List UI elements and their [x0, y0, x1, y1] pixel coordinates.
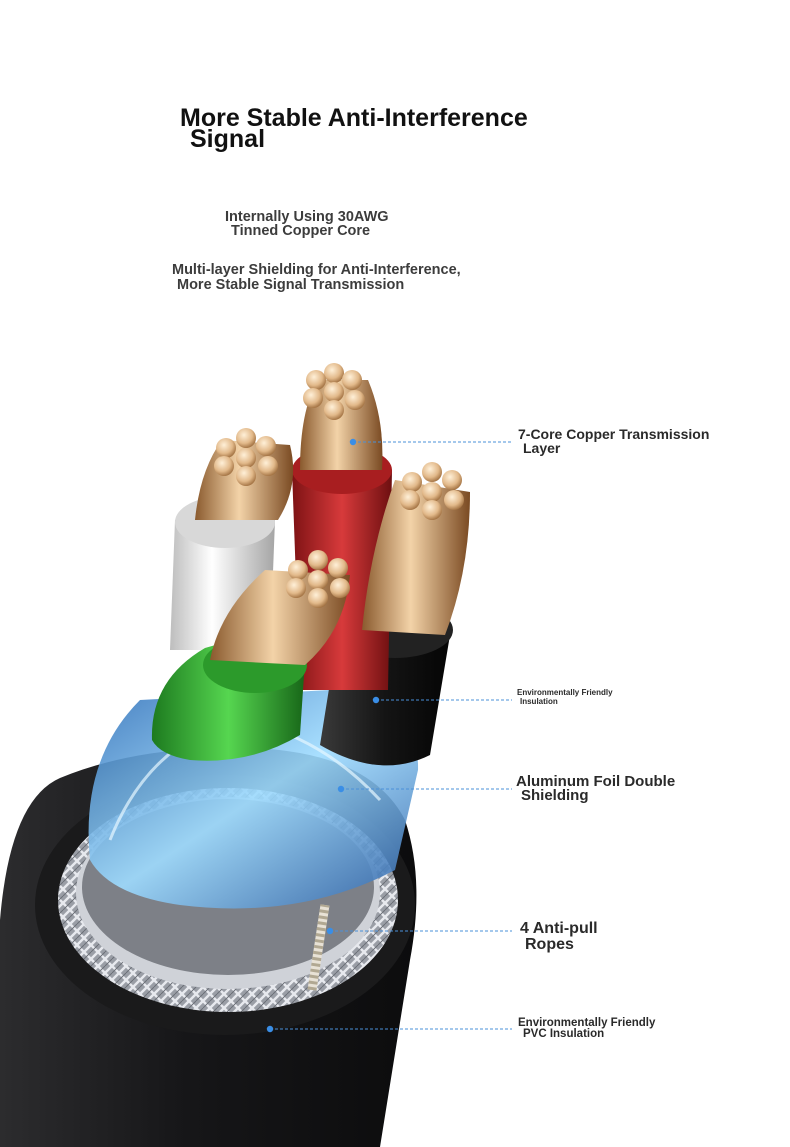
headline: More Stable Anti-Interference Signal — [180, 106, 528, 153]
core-description: Internally Using 30AWG Tinned Copper Cor… — [225, 209, 389, 239]
copper-strand-ends-green — [286, 550, 350, 608]
anti-pull-rope — [307, 904, 330, 991]
copper-strand-ends-red — [303, 363, 365, 420]
marker-copper-layer — [349, 438, 357, 446]
copper-strand-ends-white — [214, 428, 278, 486]
callout-anti-pull-ropes-line-2: Ropes — [525, 936, 574, 953]
callout-copper-layer: 7-Core Copper Transmission Layer — [518, 427, 709, 455]
shielding-description-line-2: More Stable Signal Transmission — [177, 277, 405, 293]
shielding-description-line-1: Multi-layer Shielding for Anti-Interfere… — [172, 262, 461, 278]
marker-insulation — [372, 696, 380, 704]
copper-strand-ends-black — [400, 462, 464, 520]
marker-pvc-insulation — [266, 1025, 274, 1033]
core-description-line-2: Tinned Copper Core — [231, 223, 371, 239]
callout-anti-pull-ropes-line-1: 4 Anti-pull — [520, 920, 598, 937]
callout-pvc-insulation: Environmentally Friendly PVC Insulation — [518, 1017, 656, 1040]
callout-insulation-line-1: Environmentally Friendly — [517, 688, 613, 697]
callout-foil-shielding: Aluminum Foil Double Shielding — [516, 773, 676, 804]
headline-line-2: Signal — [190, 125, 266, 153]
callout-copper-layer-line-2: Layer — [523, 440, 561, 456]
marker-foil-shielding — [337, 785, 345, 793]
callout-anti-pull-ropes: 4 Anti-pull Ropes — [520, 921, 598, 953]
callout-foil-shielding-line-2: Shielding — [521, 787, 589, 804]
callout-insulation: Environmentally Friendly Insulation — [517, 688, 613, 706]
core-description-line-1: Internally Using 30AWG — [225, 209, 389, 225]
headline-line-1: More Stable Anti-Interference — [180, 104, 528, 132]
callout-pvc-insulation-line-2: PVC Insulation — [523, 1028, 605, 1040]
callout-foil-shielding-line-1: Aluminum Foil Double — [516, 773, 676, 790]
shielding-description: Multi-layer Shielding for Anti-Interfere… — [172, 263, 461, 293]
copper-conductors — [195, 363, 470, 665]
callout-copper-layer-line-1: 7-Core Copper Transmission — [518, 426, 710, 442]
callout-leaders — [266, 438, 512, 1033]
marker-anti-pull-ropes — [326, 927, 334, 935]
callout-pvc-insulation-line-1: Environmentally Friendly — [518, 1017, 656, 1029]
callout-insulation-line-2: Insulation — [520, 697, 558, 706]
